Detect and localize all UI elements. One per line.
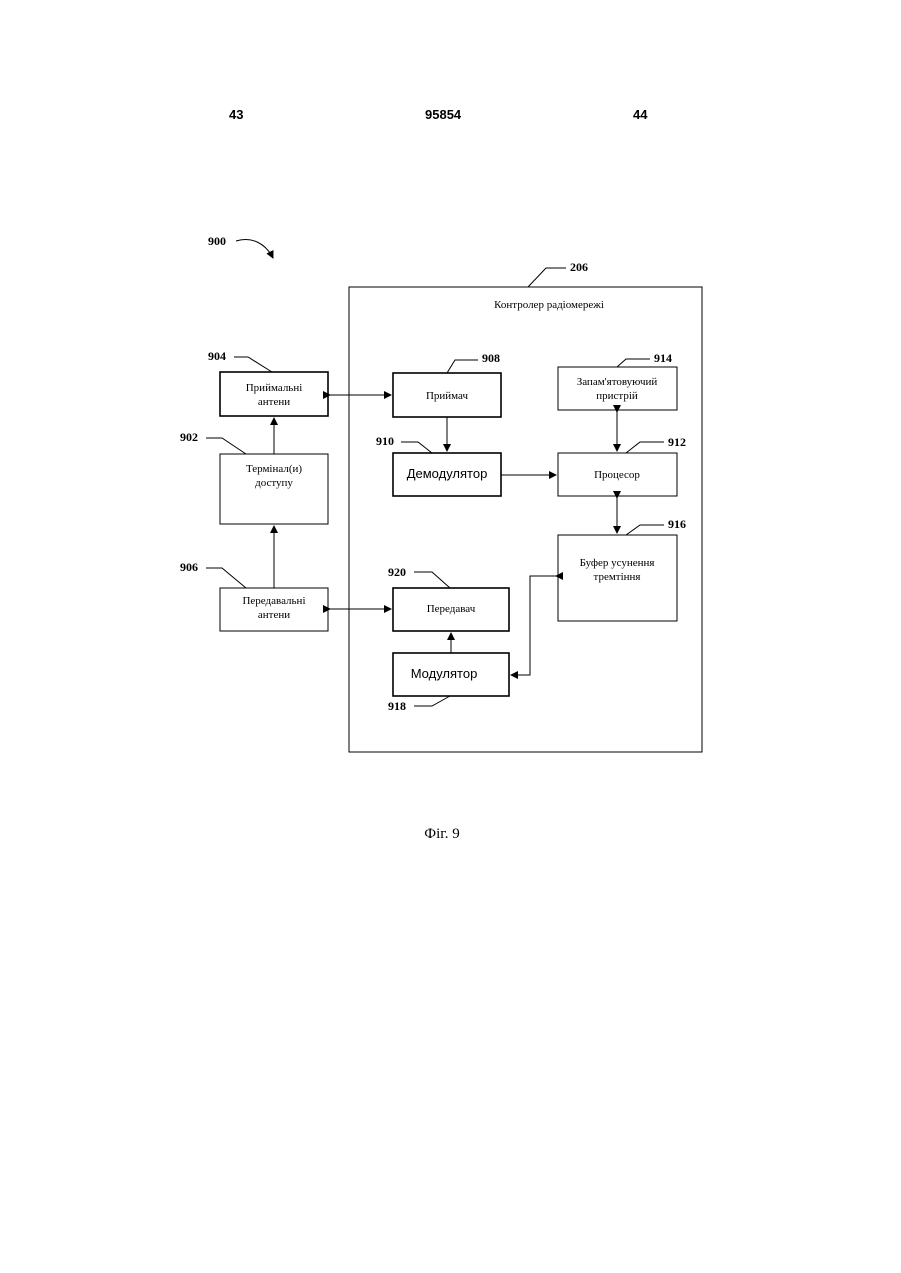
figure-caption: Фіг. 9	[424, 826, 459, 842]
receive-antennas-line1: Приймальні	[246, 382, 303, 394]
receive-antennas-line2: антени	[258, 396, 290, 408]
ref-910: 910	[376, 434, 394, 448]
ref-912: 912	[668, 435, 686, 449]
ref-908: 908	[482, 351, 500, 365]
access-terminals-line1: Термінал(и)	[246, 463, 302, 475]
transmitter-label: Передавач	[427, 603, 476, 615]
memory-box	[558, 367, 677, 410]
memory-line2: пристрій	[596, 390, 638, 402]
processor-label: Процесор	[594, 469, 640, 481]
ref-918: 918	[388, 699, 406, 713]
receive-antennas-box	[220, 372, 328, 416]
buffer-line2: тремтіння	[594, 571, 641, 583]
ref-902-leader	[206, 438, 246, 454]
ref-206: 206	[570, 260, 588, 274]
ref-904-leader	[234, 357, 272, 372]
ref-920: 920	[388, 565, 406, 579]
transmit-antennas-line1: Передавальні	[242, 595, 305, 607]
ref-914: 914	[654, 351, 672, 365]
figure-ref-arrow	[236, 240, 273, 258]
modulator-label: Модулятор	[411, 666, 478, 681]
ref-902: 902	[180, 430, 198, 444]
controller-title: Контролер радіомережі	[494, 299, 604, 311]
demodulator-label: Демодулятор	[407, 466, 488, 481]
buffer-line1: Буфер усунення	[580, 557, 655, 569]
ref-916: 916	[668, 517, 686, 531]
ref-906-leader	[206, 568, 246, 588]
ref-906: 906	[180, 560, 198, 574]
receiver-label: Приймач	[426, 390, 469, 402]
ref-206-leader	[528, 268, 566, 287]
transmit-antennas-line2: антени	[258, 609, 290, 621]
access-terminals-line2: доступу	[255, 477, 293, 489]
memory-line1: Запам'ятовуючий	[577, 376, 658, 388]
figure-ref-900: 900	[208, 234, 226, 248]
ref-904: 904	[208, 349, 226, 363]
